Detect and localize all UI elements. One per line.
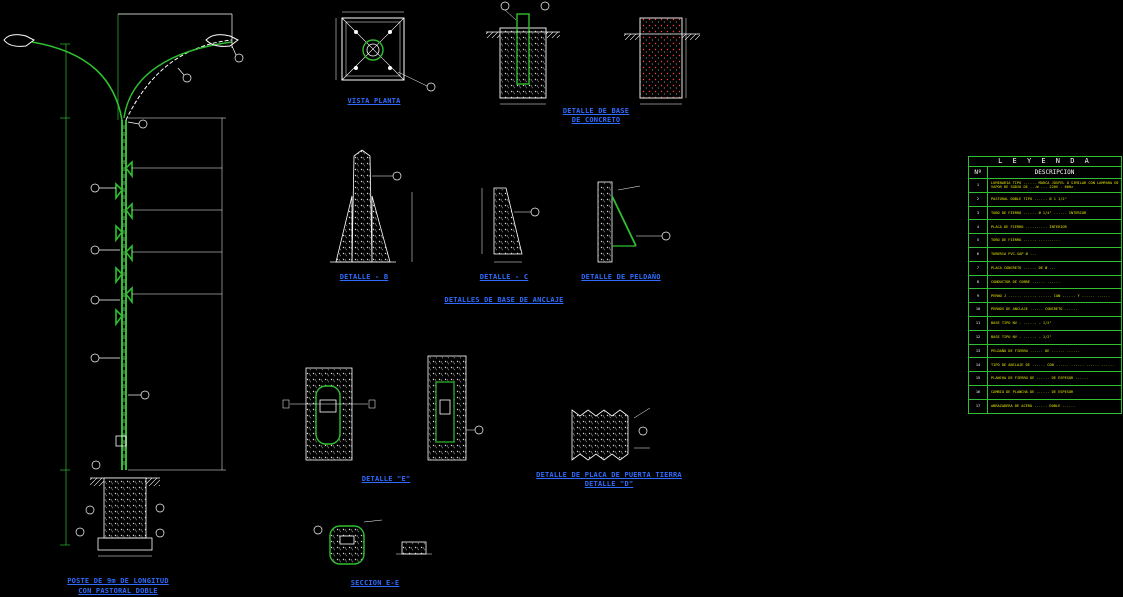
legend-header-row: Nº DESCRIPCION — [969, 167, 1121, 179]
callout-bubble-icon — [75, 45, 244, 538]
legend-row-description: TUBERIA PVC-SAP Ø ... — [991, 252, 1037, 257]
legend-row-description: LUMINARIA TIPO ...... MARCA JOSFEL O SIM… — [991, 181, 1119, 190]
legend-row-description: PERNO J ...... ...... ...... CON ...... … — [991, 293, 1110, 298]
title-detalle-d: DETALLE "D" — [584, 480, 634, 488]
legend-row-number: 8 — [969, 275, 988, 289]
legend-row-description: TUBO DE FIERRO ...... Ø 1/4" ...... INTE… — [991, 210, 1087, 215]
legend-row-number: 13 — [969, 344, 988, 358]
pole-elevation — [3, 13, 239, 557]
legend-row-description: CAMBIO DE PLANCHA DE ...... DE ESPESOR — [991, 390, 1074, 395]
detalle-c — [481, 187, 540, 263]
title-detalles-anclaje: DETALLES DE BASE DE ANCLAJE — [444, 296, 564, 304]
legend-row-number: 16 — [969, 385, 988, 399]
legend-title: L E Y E N D A — [969, 157, 1121, 167]
legend-row-number: 10 — [969, 303, 988, 316]
legend-row-description: CONDUCTOR DE COBRE ...... ...... — [991, 279, 1061, 284]
detalle-e — [282, 355, 484, 461]
legend-row-description: PLACA CONCRETO ...... DE Ø ... — [991, 266, 1056, 271]
title-detalle-placa: DETALLE DE PLACA DE PUERTA TIERRA — [536, 471, 682, 479]
legend-row-description: ABRAZADERA DE ACERO ...... DOBLE ...... — [991, 404, 1076, 409]
legend-row-number: 17 — [969, 399, 988, 413]
legend-row-number: 2 — [969, 192, 988, 206]
title-detalle-c: DETALLE - C — [479, 273, 529, 281]
legend-row-description: PERNOS DE ANCLAJE ...... CONCRETO ...... — [991, 307, 1078, 312]
title-poste: POSTE DE 9m DE LONGITUD — [67, 577, 169, 585]
legend-row-number: 5 — [969, 234, 988, 247]
legend-row-number: 15 — [969, 372, 988, 385]
legend-row-number: 11 — [969, 316, 988, 330]
legend-row-description: PLANCHA DE FIERRO DE ...... DE ESPESOR .… — [991, 376, 1089, 381]
vista-planta — [335, 11, 436, 92]
seccion-e-e — [313, 519, 432, 565]
detalle-d — [571, 407, 651, 461]
legend-col-description: DESCRIPCION — [1034, 169, 1075, 176]
title-detalle-base: DETALLE DE BASE — [562, 107, 630, 115]
legend-row-number: 7 — [969, 261, 988, 275]
legend-row-number: 9 — [969, 289, 988, 303]
legend-row-number: 14 — [969, 358, 988, 372]
legend-row-description: TUBO DE FIERRO ...... .......... — [991, 238, 1061, 243]
legend-row-description: PASTORAL DOBLE TIPO ...... Ø 1 1/2" — [991, 197, 1067, 202]
detalle-b — [330, 149, 413, 263]
luminaire-icon — [3, 34, 239, 47]
legend-row-number: 4 — [969, 220, 988, 234]
legend-row-description: PLACA DE FIERRO .......... INTERIOR — [991, 224, 1067, 229]
legend-row-number: 3 — [969, 206, 988, 220]
legend-row-number: 1 — [969, 179, 988, 192]
title-vista-planta: VISTA PLANTA — [347, 97, 401, 105]
legend-row-description: TIPO DE ANCLAJE DE ...... CON ...... ...… — [991, 362, 1115, 367]
title-detalle-base-sub: DE CONCRETO — [571, 116, 621, 124]
legend-row-number: 6 — [969, 247, 988, 261]
detalle-base-concreto — [486, 1, 700, 105]
legend-row-description: BASE TIPO NV - ...... - 1/2" — [991, 335, 1052, 340]
title-detalle-e: DETALLE "E" — [361, 475, 411, 483]
legend-row-description: BASE TIPO NV - ...... - 1/2" — [991, 321, 1052, 326]
title-detalle-peldano: DETALLE DE PELDAÑO — [581, 273, 661, 281]
title-detalle-b: DETALLE - B — [339, 273, 389, 281]
detalle-peldano — [597, 181, 671, 263]
title-poste-sub: CON PASTORAL DOBLE — [78, 587, 158, 595]
legend-row-description: PELDAÑO DE FIERRO ...... DE ...... .....… — [991, 348, 1080, 353]
legend-col-number: Nº — [969, 167, 988, 178]
legend-row-number: 12 — [969, 330, 988, 344]
title-seccion-e-e: SECCION E-E — [350, 579, 400, 587]
